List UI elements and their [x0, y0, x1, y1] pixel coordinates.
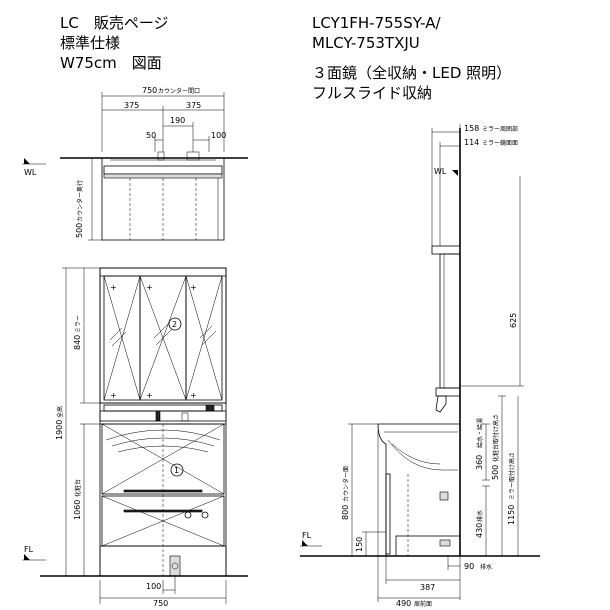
dim-490: 490: [396, 599, 411, 608]
dim-faucet-offset: 190: [170, 116, 185, 125]
dim-vanity-height: 1060: [73, 500, 82, 520]
dim-top-width-note: カウンター間口: [158, 87, 200, 95]
dim-90: 90: [464, 562, 474, 571]
svg-text:+: +: [190, 283, 197, 292]
dim-490-note: 扉前面: [414, 600, 432, 608]
dim-114-note: ミラー鏡面面: [482, 139, 518, 147]
dim-360-note: 給水・給湯: [476, 418, 484, 448]
svg-text:+: +: [110, 391, 117, 400]
dim-90-note: 排水: [480, 563, 492, 571]
header-right-model1: LCY1FH-755SY-A/: [312, 14, 441, 32]
svg-text:+: +: [146, 283, 153, 292]
svg-text:+: +: [146, 391, 153, 400]
dim-158-note: ミラー周囲部: [482, 125, 518, 133]
side-elevation-view: WL 158 ミラー周囲部 114 ミラー鏡面面 625: [300, 124, 540, 608]
header-left-line3: W75cm 図面: [60, 54, 162, 72]
dim-vanity-height-note: 化粧台: [74, 479, 82, 497]
wl-label-side: WL: [434, 167, 447, 176]
callout-1: 1: [174, 466, 179, 475]
dim-500-note: 化粧台取付け高さ: [492, 414, 500, 462]
dim-387: 387: [420, 583, 435, 592]
dim-430-note: 排水: [476, 510, 484, 522]
dim-158: 158: [464, 124, 479, 133]
dim-150: 150: [355, 537, 364, 552]
dim-1150: 1150: [507, 505, 516, 525]
front-elevation-view: + + + + + + 2 1: [22, 267, 248, 608]
header-right-model2: MLCY-753TXJU: [312, 34, 420, 52]
dim-left-offset: 50: [146, 131, 156, 140]
dim-counter-depth-note: カウンター奥行: [76, 180, 84, 222]
header-right-spec1: ３面鏡（全収納・LED 照明）: [312, 64, 512, 82]
dim-360: 360: [475, 455, 484, 470]
front-top-view: 750 カウンター間口 375 375 190 50 100 WL: [22, 86, 248, 241]
wl-label-front: WL: [24, 168, 37, 177]
dim-bottom-offset: 100: [146, 582, 161, 591]
dim-total-height: 1900: [55, 420, 64, 440]
dim-500: 500: [491, 465, 500, 480]
fl-label-front: FL: [24, 545, 34, 554]
header-right-spec2: フルスライド収納: [312, 84, 433, 102]
dim-1150-note: ミラー取付け高さ: [508, 452, 516, 500]
dim-mirror-height: 840: [73, 335, 82, 350]
dim-top-width: 750: [142, 86, 157, 95]
fl-label-side: FL: [302, 531, 312, 540]
dim-mirror-height-note: ミラー: [75, 315, 82, 333]
dim-800: 800: [341, 505, 350, 520]
dim-114: 114: [464, 138, 479, 147]
dim-half-left: 375: [124, 101, 139, 110]
header-left-line1: LC 販売ページ: [60, 14, 169, 32]
dim-bottom-width: 750: [153, 599, 168, 608]
dim-right-offset: 100: [211, 131, 226, 140]
dim-430: 430: [475, 523, 484, 538]
svg-text:+: +: [110, 283, 117, 292]
header-left-line2: 標準仕様: [60, 34, 121, 52]
dim-total-height-note: 全高: [56, 406, 64, 418]
callout-2: 2: [172, 320, 177, 329]
dim-625: 625: [509, 313, 518, 328]
dim-counter-depth: 500: [75, 223, 84, 238]
svg-text:+: +: [190, 391, 197, 400]
dim-half-right: 375: [186, 101, 201, 110]
dim-800-note: カウンター面: [342, 466, 350, 502]
